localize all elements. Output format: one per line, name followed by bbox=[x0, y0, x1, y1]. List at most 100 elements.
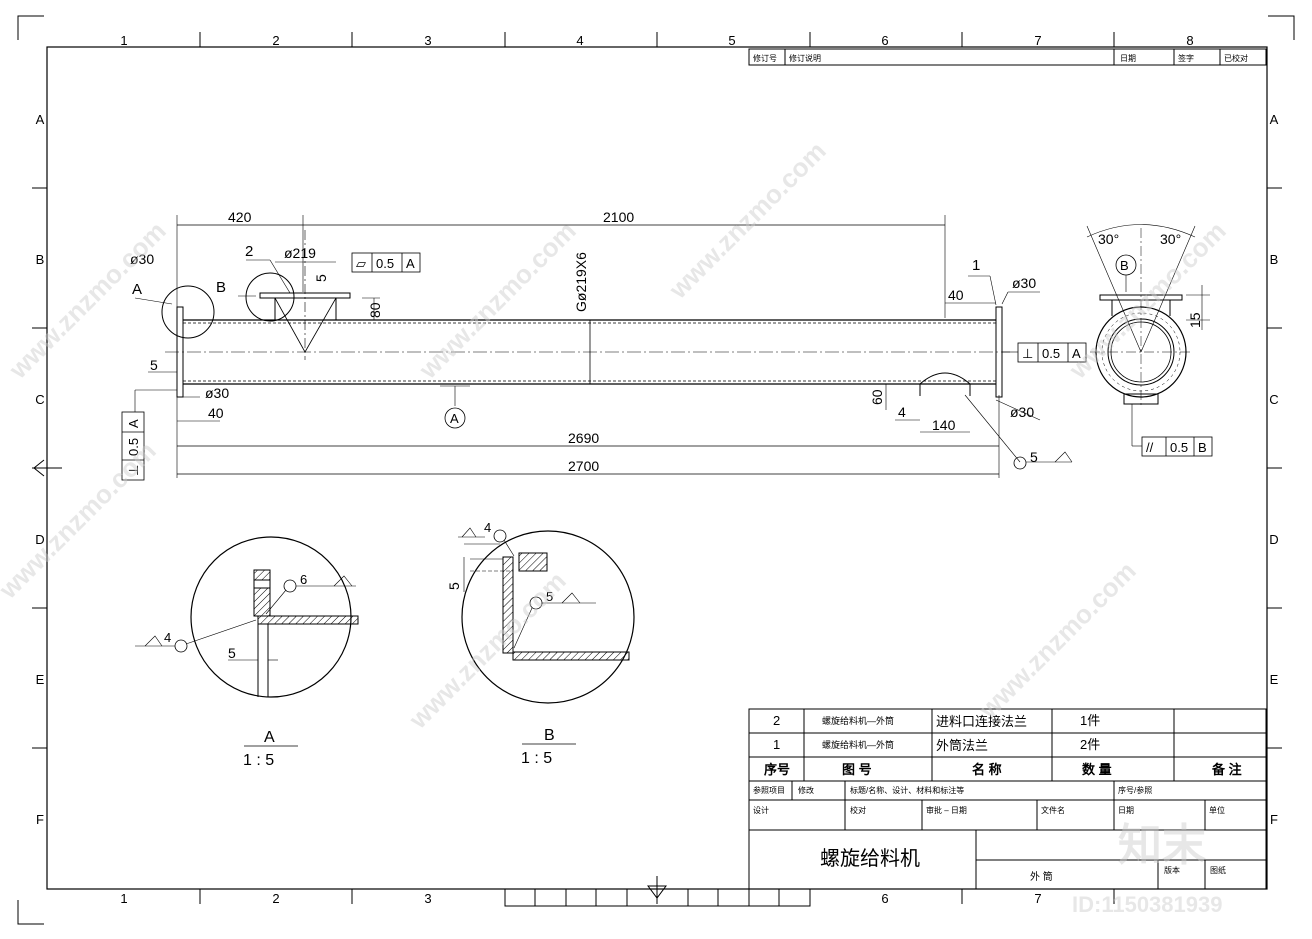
section-mark-A: A bbox=[450, 411, 459, 426]
dim-phi30: ø30 bbox=[1010, 404, 1034, 420]
label-check: 校对 bbox=[850, 805, 866, 815]
watermark-site: www.znzmo.com bbox=[662, 136, 831, 305]
label-unit: 单位 bbox=[1209, 805, 1225, 815]
tol-flatness-datum: A bbox=[406, 256, 415, 271]
label-ref-project: 参照项目 bbox=[753, 785, 785, 795]
label-version: 版本 bbox=[1164, 865, 1180, 875]
col-label: 5 bbox=[728, 33, 735, 48]
label-material: 修改 bbox=[798, 785, 814, 795]
col-label: 3 bbox=[424, 33, 431, 48]
tol-parallel-value: 0.5 bbox=[1170, 440, 1188, 455]
parts-header-name: 名 称 bbox=[972, 762, 1002, 777]
tol-parallel-datum: B bbox=[1198, 440, 1207, 455]
title-block bbox=[748, 780, 1267, 890]
label-design: 设计 bbox=[753, 805, 769, 815]
label-part-ref: 序号/参照 bbox=[1118, 785, 1152, 795]
weld-6: 6 bbox=[300, 572, 307, 587]
view-label-B: B bbox=[1120, 258, 1129, 273]
watermark-site: www.znzmo.com bbox=[972, 556, 1141, 725]
parts-row-drawing-no: 螺旋给料机—外筒 bbox=[822, 715, 894, 726]
parts-row-no: 2 bbox=[773, 713, 780, 728]
detail-B-labels: 4 5 5 B 1 : 5 bbox=[446, 520, 555, 767]
parts-row-qty: 2件 bbox=[1080, 737, 1100, 752]
rev-header: 日期 bbox=[1120, 54, 1136, 63]
dim-80: 80 bbox=[367, 302, 383, 318]
dim-140: 140 bbox=[932, 417, 956, 433]
dim-5-left: 5 bbox=[150, 357, 158, 373]
col-label: 7 bbox=[1034, 891, 1041, 906]
weld-4: 4 bbox=[484, 520, 491, 535]
side-view-labels: 30° 30° B 15 // 0.5 B bbox=[1098, 231, 1207, 455]
revision-block: 修订号 修订说明 日期 签字 已校对 bbox=[748, 48, 1267, 66]
weld-4: 4 bbox=[164, 630, 171, 645]
dim-40-right: 40 bbox=[948, 287, 964, 303]
tol-perp-symbol: ⊥ bbox=[126, 465, 141, 476]
row-label: D bbox=[35, 532, 44, 547]
drawing-title: 螺旋给料机 bbox=[820, 847, 920, 870]
parts-row-name: 外筒法兰 bbox=[936, 738, 988, 753]
part-name: 外 筒 bbox=[1030, 870, 1053, 883]
detail-A-labels: 6 4 5 A 1 : 5 bbox=[164, 572, 307, 769]
tol-perp-datum: A bbox=[126, 419, 141, 428]
watermark-id: ID:1150381939 bbox=[1072, 892, 1222, 917]
watermark-site: www.znzmo.com bbox=[2, 216, 171, 385]
column-labels-top: 1 2 3 4 5 6 7 8 bbox=[120, 33, 1193, 48]
row-label: B bbox=[1270, 252, 1279, 267]
watermark-site: www.znzmo.com bbox=[0, 436, 162, 605]
title-block-text: 参照项目 修改 标题/名称、设计、材料和标注等 序号/参照 设计 校对 审批 –… bbox=[753, 785, 1226, 883]
angle-left: 30° bbox=[1098, 231, 1119, 247]
parts-row-qty: 1件 bbox=[1080, 713, 1100, 728]
dim-2690: 2690 bbox=[568, 430, 599, 446]
detail-scale-B: 1 : 5 bbox=[521, 750, 552, 767]
parts-row-drawing-no: 螺旋给料机—外筒 bbox=[822, 739, 894, 750]
tol-flatness-value: 0.5 bbox=[376, 256, 394, 271]
row-label: C bbox=[1269, 392, 1278, 407]
main-view-labels: 420 2100 ø219 5 80 Gø219X6 ø30 A B 2 5 ø… bbox=[126, 209, 1081, 476]
dim-60: 60 bbox=[869, 389, 885, 405]
watermark-brand: 知末 bbox=[1118, 821, 1206, 870]
rev-header: 签字 bbox=[1178, 53, 1194, 63]
detail-A bbox=[135, 536, 359, 747]
dim-2700: 2700 bbox=[568, 458, 599, 474]
parts-row-name: 进料口连接法兰 bbox=[936, 714, 1027, 729]
dim-4: 4 bbox=[898, 404, 906, 420]
dim-15: 15 bbox=[1187, 312, 1203, 328]
dim-40-left: 40 bbox=[208, 405, 224, 421]
label-file-name: 文件名 bbox=[1041, 805, 1065, 815]
detail-label-B: B bbox=[544, 727, 555, 744]
col-label: 4 bbox=[576, 33, 583, 48]
side-view bbox=[1086, 224, 1213, 457]
pipe-spec: Gø219X6 bbox=[573, 252, 589, 312]
row-labels-right: A B C D E F bbox=[1269, 112, 1278, 827]
column-labels-bottom: 1 2 3 6 7 bbox=[120, 891, 1041, 906]
col-label: 7 bbox=[1034, 33, 1041, 48]
label-title-note: 标题/名称、设计、材料和标注等 bbox=[850, 785, 964, 795]
detail-label-A: A bbox=[264, 729, 275, 746]
col-label: 3 bbox=[424, 891, 431, 906]
col-label: 2 bbox=[272, 891, 279, 906]
dim-phi30: ø30 bbox=[1012, 275, 1036, 291]
dim-5: 5 bbox=[446, 582, 462, 590]
dim-420: 420 bbox=[228, 209, 252, 225]
col-label: 2 bbox=[272, 33, 279, 48]
row-label: F bbox=[1270, 812, 1278, 827]
parts-header-no: 序号 bbox=[764, 762, 790, 777]
main-view bbox=[121, 215, 1087, 481]
col-label: 1 bbox=[120, 33, 127, 48]
rev-header: 修订说明 bbox=[789, 53, 821, 63]
col-label: 6 bbox=[881, 33, 888, 48]
col-label: 8 bbox=[1186, 33, 1193, 48]
row-label: C bbox=[35, 392, 44, 407]
detail-B bbox=[458, 527, 635, 745]
parts-list-text: 2 螺旋给料机—外筒 进料口连接法兰 1件 1 螺旋给料机—外筒 外筒法兰 2件… bbox=[764, 713, 1242, 777]
row-label: A bbox=[1270, 112, 1279, 127]
part-2-label: 2 bbox=[245, 243, 253, 260]
scale-strip bbox=[504, 888, 811, 907]
watermark-site: www.znzmo.com bbox=[402, 566, 571, 735]
col-label: 1 bbox=[120, 891, 127, 906]
dim-2100: 2100 bbox=[603, 209, 634, 225]
row-label: B bbox=[36, 252, 45, 267]
row-label: F bbox=[36, 812, 44, 827]
dim-phi30: ø30 bbox=[130, 251, 154, 267]
